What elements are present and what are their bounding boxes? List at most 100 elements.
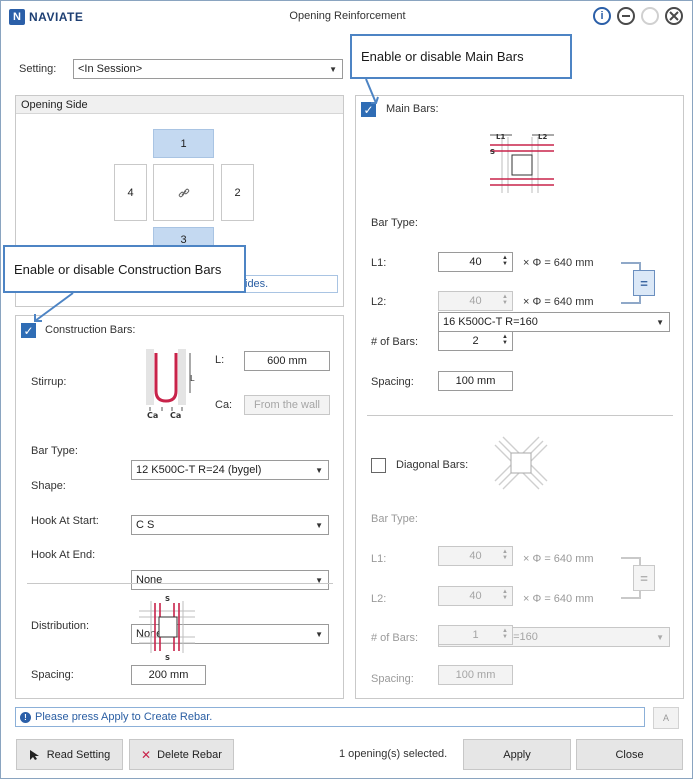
main-divider: [367, 415, 673, 416]
stepper-arrows-icon[interactable]: ▲▼: [502, 549, 508, 561]
stirrup-ca-field[interactable]: From the wall: [244, 395, 330, 415]
stirrup-l-field[interactable]: 600 mm: [244, 351, 330, 371]
main-bars-label: Main Bars:: [386, 103, 439, 115]
main-l1-text: L1: [496, 133, 505, 141]
chevron-down-icon: ▼: [315, 521, 323, 530]
stirrup-ca-value: From the wall: [253, 399, 321, 411]
distribution-diagram: S S: [137, 593, 197, 662]
equals-icon: =: [640, 275, 648, 291]
stirrup-diagram: L Ca Ca: [140, 347, 198, 420]
stirrup-l-label: L:: [215, 354, 225, 366]
side-3-label: 3: [180, 234, 187, 246]
naviate-logo: N NAVIATE: [9, 8, 83, 26]
stepper-arrows-icon[interactable]: ▲▼: [502, 255, 508, 267]
main-spacing-field[interactable]: 100 mm: [438, 371, 513, 391]
main-bar-type-label: Bar Type:: [371, 217, 418, 229]
stirrup-ca-text-1: Ca: [147, 411, 158, 419]
main-bars-shape-icon: L1 L2 S: [490, 133, 554, 193]
chevron-down-icon: ▼: [656, 318, 664, 327]
translate-icon[interactable]: A: [653, 707, 679, 729]
stepper-arrows-icon[interactable]: ▲▼: [502, 334, 508, 346]
construction-bar-type-value: 12 K500C-T R=24 (bygel): [136, 464, 262, 476]
main-bars-count-stepper[interactable]: 2 ▲▼: [438, 331, 513, 351]
diagonal-bars-shape-icon: [494, 436, 548, 490]
setting-value: <In Session>: [78, 63, 143, 75]
setting-select[interactable]: <In Session> ▼: [73, 59, 343, 79]
link-icon: [178, 188, 189, 197]
stepper-arrows-icon[interactable]: ▲▼: [502, 294, 508, 306]
main-l1-stepper[interactable]: 40 ▲▼: [438, 252, 513, 272]
main-l1-result: × Φ = 640 mm: [523, 257, 594, 269]
cursor-icon: [29, 749, 39, 760]
minimize-icon[interactable]: [617, 7, 635, 25]
diagonal-spacing-field[interactable]: 100 mm: [438, 665, 513, 685]
main-bars-checkbox[interactable]: ✓: [361, 102, 376, 117]
diagonal-l1-label: L1:: [371, 553, 387, 565]
construction-spacing-field[interactable]: 200 mm: [131, 665, 206, 685]
hook-end-label: Hook At End:: [31, 549, 96, 561]
shape-select[interactable]: C S ▼: [131, 515, 329, 535]
close-icon[interactable]: [665, 7, 683, 25]
side-1-button[interactable]: 1: [153, 129, 214, 158]
read-setting-button[interactable]: Read Setting: [16, 739, 123, 770]
construction-bar-type-select[interactable]: 12 K500C-T R=24 (bygel) ▼: [131, 460, 329, 480]
distribution-label: Distribution:: [31, 620, 90, 632]
chevron-down-icon: ▼: [315, 630, 323, 639]
shape-value: C S: [136, 519, 155, 531]
main-equal-length-button[interactable]: =: [633, 270, 655, 296]
diagonal-equal-length-button[interactable]: =: [633, 565, 655, 591]
diagonal-l1-stepper[interactable]: 40 ▲▼: [438, 546, 513, 566]
selection-count: 1 opening(s) selected.: [339, 748, 448, 760]
main-l2-label: L2:: [371, 296, 387, 308]
apply-label: Apply: [503, 748, 531, 761]
main-l2-value: 40: [469, 295, 482, 307]
main-spacing-label: Spacing:: [371, 376, 414, 388]
construction-spacing-value: 200 mm: [148, 669, 189, 681]
settings-icon[interactable]: [641, 7, 659, 25]
close-button[interactable]: Close: [576, 739, 683, 770]
construction-bar-type-label: Bar Type:: [31, 445, 78, 457]
main-l1-label: L1:: [371, 257, 387, 269]
opening-center-button[interactable]: [153, 164, 214, 221]
stirrup-ca-text-2: Ca: [170, 411, 181, 419]
diagonal-bars-count-stepper[interactable]: 1 ▲▼: [438, 625, 513, 645]
window-title: Opening Reinforcement: [289, 10, 406, 22]
apply-button[interactable]: Apply: [463, 739, 571, 770]
main-s-text: S: [490, 148, 495, 156]
shape-label: Shape:: [31, 480, 66, 492]
diagonal-l2-label: L2:: [371, 593, 387, 605]
minus-glyph: [622, 15, 630, 17]
info-icon[interactable]: i: [593, 7, 611, 25]
main-bars-callout-text: Enable or disable Main Bars: [361, 49, 524, 64]
main-spacing-value: 100 mm: [455, 375, 496, 387]
hook-start-label: Hook At Start:: [31, 515, 99, 527]
chevron-down-icon: ▼: [329, 65, 337, 74]
diagonal-bars-checkbox[interactable]: [371, 458, 386, 473]
main-l2-stepper[interactable]: 40 ▲▼: [438, 291, 513, 311]
naviate-logo-icon: N: [9, 9, 25, 25]
side-4-label: 4: [127, 186, 134, 199]
side-2-button[interactable]: 2: [221, 164, 254, 221]
diagonal-bars-count-value: 1: [472, 629, 479, 641]
main-bar-type-select[interactable]: 16 K500C-T R=160 ▼: [438, 312, 670, 332]
stirrup-shape-icon: L Ca Ca: [146, 349, 195, 420]
diagonal-l2-stepper[interactable]: 40 ▲▼: [438, 586, 513, 606]
side-4-button[interactable]: 4: [114, 164, 147, 221]
stirrup-ca-label: Ca:: [215, 399, 233, 411]
stirrup-l-text: L: [190, 374, 195, 383]
status-message: Please press Apply to Create Rebar.: [35, 711, 213, 723]
setting-label: Setting:: [19, 63, 57, 75]
main-l2-result: × Φ = 640 mm: [523, 296, 594, 308]
construction-bars-checkbox[interactable]: ✓: [21, 323, 36, 338]
stirrup-label: Stirrup:: [31, 376, 67, 388]
construction-divider: [27, 583, 333, 584]
main-l2-text: L2: [538, 133, 547, 141]
construction-bars-callout: Enable or disable Construction Bars: [3, 245, 246, 293]
diagonal-bar-type-label: Bar Type:: [371, 513, 418, 525]
stepper-arrows-icon[interactable]: ▲▼: [502, 628, 508, 640]
main-bars-count-label: # of Bars:: [371, 336, 419, 348]
stepper-arrows-icon[interactable]: ▲▼: [502, 589, 508, 601]
diagonal-l2-value: 40: [469, 590, 482, 602]
title-bar: N NAVIATE Opening Reinforcement i: [1, 1, 692, 31]
delete-rebar-button[interactable]: ✕ Delete Rebar: [129, 739, 234, 770]
